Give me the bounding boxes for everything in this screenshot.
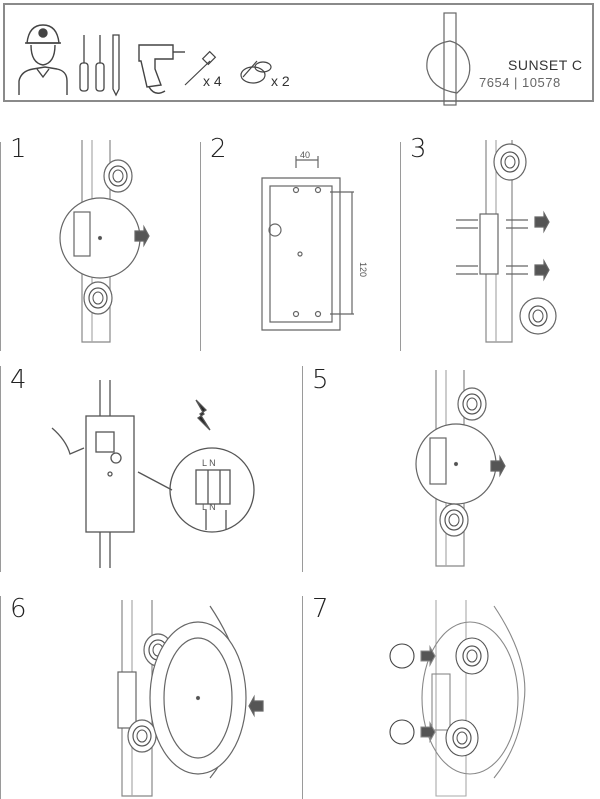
- step-number-6: 6: [10, 594, 27, 624]
- step-number-3: 3: [410, 134, 427, 164]
- step-2-height-dimension: 120: [358, 262, 368, 277]
- lamp-icon: [426, 12, 471, 106]
- product-name: SUNSET C: [508, 57, 583, 73]
- screw-icon: [184, 50, 217, 86]
- step-4-terminal-top-label: L N: [202, 458, 216, 468]
- step-number-4: 4: [10, 365, 27, 395]
- step-2-width-dimension: 40: [300, 150, 310, 160]
- installer-icon: [18, 24, 68, 95]
- step-2-illustration: [261, 156, 354, 331]
- step-4-illustration: [51, 380, 255, 568]
- step-3-illustration: [456, 140, 557, 343]
- wall-plug-icon: [240, 60, 272, 84]
- separator: [200, 142, 201, 351]
- separator: [0, 142, 1, 351]
- separator: [302, 596, 303, 799]
- step-number-1: 1: [10, 134, 27, 164]
- separator: [0, 596, 1, 799]
- plugs-quantity: x 2: [271, 73, 290, 89]
- step-1-illustration: [59, 140, 150, 343]
- step-number-5: 5: [312, 365, 329, 395]
- drill-icon: [138, 44, 185, 94]
- step-number-2: 2: [210, 134, 227, 164]
- step-number-7: 7: [312, 594, 329, 624]
- separator: [302, 366, 303, 572]
- separator: [0, 366, 1, 572]
- screwdriver-icon: [79, 34, 120, 97]
- separator: [400, 142, 401, 351]
- step-4-terminal-bottom-label: L N: [202, 502, 216, 512]
- step-5-illustration: [415, 370, 506, 567]
- step-6-illustration: [117, 600, 264, 797]
- header-illustrations: [18, 12, 471, 106]
- step-7-illustration: [389, 600, 526, 797]
- screws-quantity: x 4: [203, 73, 222, 89]
- product-code: 7654 | 10578: [479, 75, 561, 90]
- header-toolbox: x 4 x 2 SUNSET C 7654 | 10578: [3, 3, 594, 106]
